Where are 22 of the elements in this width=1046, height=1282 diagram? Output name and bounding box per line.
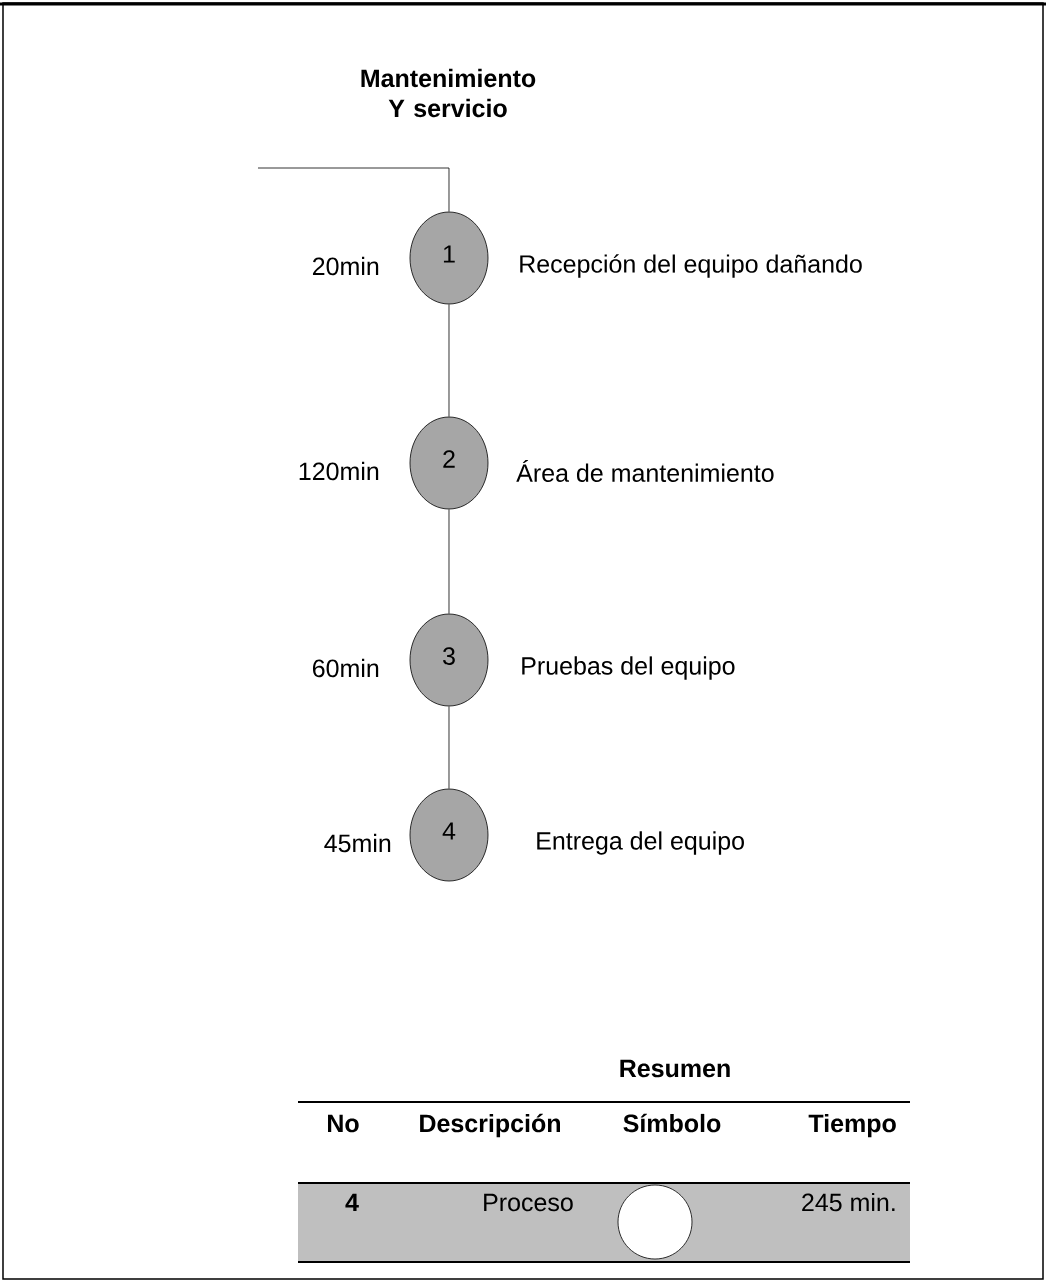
step-description: Área de mantenimiento bbox=[516, 460, 774, 482]
title: Mantenimiento Y servicio bbox=[361, 68, 536, 118]
table-cell: Proceso bbox=[484, 1193, 573, 1212]
column-header: Tiempo bbox=[808, 1113, 896, 1138]
step-description: Pruebas del equipo bbox=[522, 656, 735, 680]
connector-line bbox=[448, 304, 450, 417]
table-title: Resumen bbox=[620, 1059, 730, 1078]
table-cell: 4 bbox=[345, 1193, 359, 1211]
process-symbol bbox=[617, 1184, 693, 1260]
column-header: Descripción bbox=[420, 1113, 560, 1138]
connector-line bbox=[448, 706, 450, 789]
time-label: 20min bbox=[312, 256, 379, 276]
connector-line bbox=[448, 509, 450, 614]
time-label: 60min bbox=[313, 658, 379, 678]
step-description: Entrega del equipo bbox=[537, 831, 744, 855]
connector-line bbox=[257, 167, 450, 212]
table-cell: 245 min. bbox=[802, 1192, 895, 1212]
column-header: Símbolo bbox=[623, 1113, 721, 1133]
column-header: No bbox=[328, 1114, 359, 1133]
time-label: 45min bbox=[324, 833, 391, 853]
time-label: 120min bbox=[299, 461, 379, 481]
step-description: Recepción del equipo dañando bbox=[520, 254, 862, 278]
